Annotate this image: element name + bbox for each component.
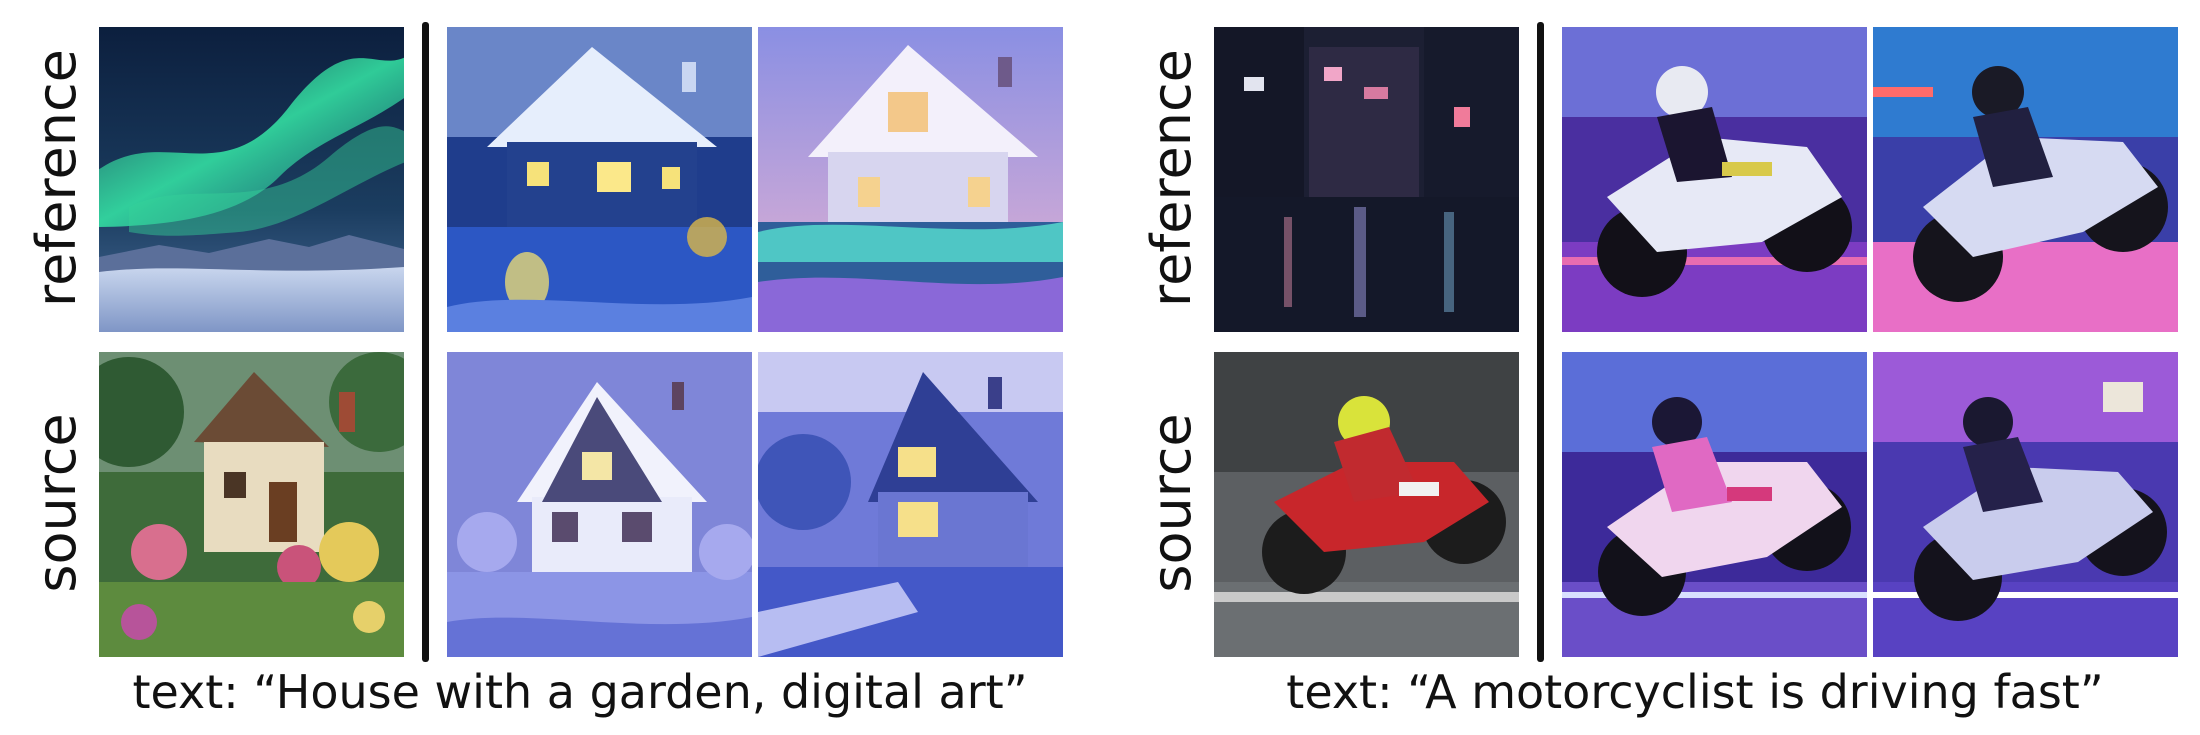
row-label-source: source bbox=[25, 413, 88, 593]
source-image-motorcyclist bbox=[1214, 352, 1519, 657]
reference-image-aurora bbox=[99, 27, 404, 332]
result-image-house-3 bbox=[447, 352, 752, 657]
result-image-motorcyclist-3 bbox=[1562, 352, 1867, 657]
caption-house: text: “House with a garden, digital art” bbox=[132, 665, 1028, 719]
vertical-divider bbox=[1537, 22, 1544, 662]
reference-image-neon-street bbox=[1214, 27, 1519, 332]
source-image-cottage bbox=[99, 352, 404, 657]
result-image-house-4 bbox=[758, 352, 1063, 657]
result-image-house-1 bbox=[447, 27, 752, 332]
result-image-motorcyclist-4 bbox=[1873, 352, 2178, 657]
vertical-divider bbox=[422, 22, 429, 662]
row-label-source: source bbox=[1140, 413, 1203, 593]
right-panel: reference source bbox=[1115, 0, 2200, 735]
row-label-reference: reference bbox=[25, 49, 88, 307]
caption-motorcyclist: text: “A motorcyclist is driving fast” bbox=[1286, 665, 2104, 719]
row-label-reference: reference bbox=[1140, 49, 1203, 307]
result-image-motorcyclist-1 bbox=[1562, 27, 1867, 332]
result-image-house-2 bbox=[758, 27, 1063, 332]
result-image-motorcyclist-2 bbox=[1873, 27, 2178, 332]
left-panel: reference source bbox=[0, 0, 1090, 735]
